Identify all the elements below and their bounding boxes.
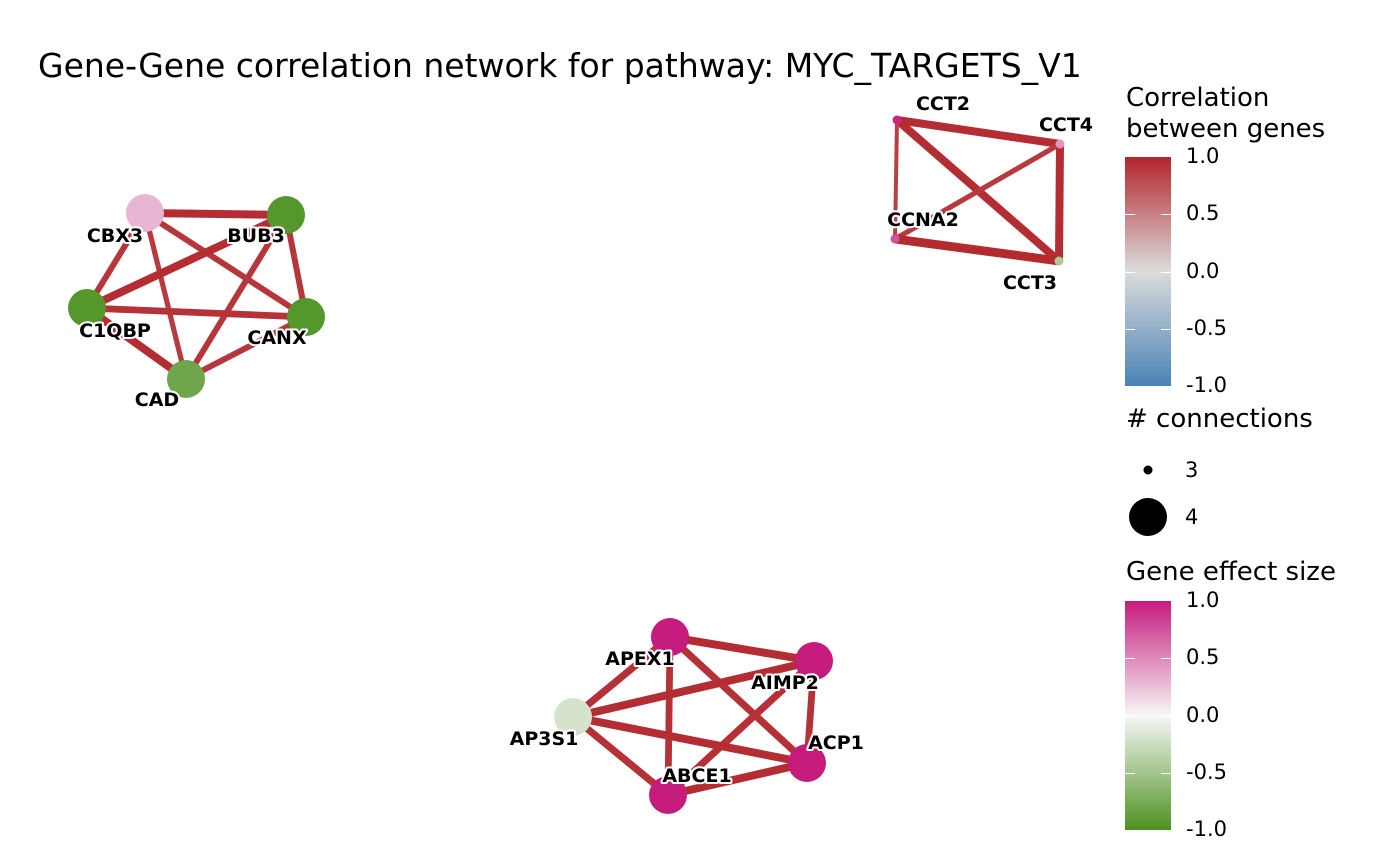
correlation-tick-label: 0.5 xyxy=(1186,201,1220,226)
node-CANX xyxy=(287,298,325,336)
legend-title-line: between genes xyxy=(1126,114,1326,144)
correlation-tick-mark xyxy=(1161,271,1171,273)
edge-C1QBP-CAD xyxy=(84,304,189,383)
size-key-label-4: 4 xyxy=(1185,505,1199,529)
node-AIMP2 xyxy=(795,642,833,680)
edge-CANX-CAD xyxy=(184,314,308,382)
correlation-tick-mark xyxy=(1125,214,1135,216)
effect-tick-mark xyxy=(1125,658,1135,660)
node-CBX3 xyxy=(126,194,164,232)
edge-BUB3-C1QBP xyxy=(85,211,288,312)
edge-APEX1-ACP1 xyxy=(667,634,810,766)
edge-CBX3-CANX xyxy=(143,210,308,320)
node-C1QBP xyxy=(68,289,106,327)
correlation-tick-label: -1.0 xyxy=(1186,373,1227,397)
legend-title-line: Correlation xyxy=(1126,83,1270,113)
node-label-CBX3: CBX3 xyxy=(87,225,143,247)
edge-AP3S1-ABCE1 xyxy=(570,714,671,798)
node-label-BUB3: BUB3 xyxy=(227,225,285,247)
edge-ACP1-ABCE1 xyxy=(667,759,808,799)
node-ACP1 xyxy=(788,744,826,782)
correlation-tick-label: -0.5 xyxy=(1186,315,1227,340)
edge-CCT2-CCT4 xyxy=(896,116,1061,148)
node-CCT2 xyxy=(892,115,902,125)
edge-CBX3-BUB3 xyxy=(144,209,287,219)
node-label-AIMP2: AIMP2 xyxy=(751,672,819,694)
node-label-AP3S1: AP3S1 xyxy=(510,728,579,750)
effect-tick-mark xyxy=(1161,715,1171,717)
edge-CCT4-CCNA2 xyxy=(893,141,1062,242)
effect-legend-title: Gene effect size xyxy=(1126,557,1336,587)
connections-legend-title: # connections xyxy=(1126,404,1313,434)
correlation-tick-mark xyxy=(1161,328,1171,330)
edge-C1QBP-CANX xyxy=(86,304,307,321)
edge-CCT4-CCT3 xyxy=(1055,143,1064,262)
node-CCNA2 xyxy=(890,234,900,244)
node-AP3S1 xyxy=(554,698,592,736)
node-CAD xyxy=(167,360,205,398)
node-APEX1 xyxy=(651,618,689,656)
edge-AP3S1-ACP1 xyxy=(572,713,808,767)
correlation-tick-label: 1.0 xyxy=(1186,144,1220,168)
node-BUB3 xyxy=(267,196,305,234)
edge-CCNA2-CCT3 xyxy=(894,234,1060,266)
chart-title: Gene-Gene correlation network for pathwa… xyxy=(38,46,1082,85)
effect-tick-label: 0.5 xyxy=(1186,645,1220,670)
node-label-APEX1: APEX1 xyxy=(605,648,674,670)
correlation-legend-title: Correlation between genes xyxy=(1126,83,1325,145)
edge-AIMP2-AP3S1 xyxy=(572,657,815,721)
effect-tick-mark xyxy=(1125,715,1135,717)
size-key-3 xyxy=(1143,465,1153,475)
node-label-ACP1: ACP1 xyxy=(808,732,864,754)
edge-AIMP2-ABCE1 xyxy=(665,658,817,798)
effect-tick-mark xyxy=(1161,658,1171,660)
effect-tick-label: 0.0 xyxy=(1186,702,1220,727)
effect-tick-label: 1.0 xyxy=(1186,588,1220,612)
size-key-label-3: 3 xyxy=(1185,458,1199,482)
correlation-tick-mark xyxy=(1125,328,1135,330)
edge-APEX1-ABCE1 xyxy=(664,636,674,796)
node-label-CCNA2: CCNA2 xyxy=(887,209,959,231)
node-label-CCT4: CCT4 xyxy=(1039,114,1093,136)
node-ABCE1 xyxy=(649,776,687,814)
correlation-tick-label: 0.0 xyxy=(1186,258,1220,283)
edges-layer xyxy=(84,116,1064,799)
node-label-C1QBP: C1QBP xyxy=(79,320,151,342)
node-label-CANX: CANX xyxy=(247,327,307,349)
correlation-tick-mark xyxy=(1125,271,1135,273)
effect-tick-mark xyxy=(1161,772,1171,774)
effect-tick-mark xyxy=(1125,772,1135,774)
node-label-CAD: CAD xyxy=(135,389,179,411)
effect-tick-label: -1.0 xyxy=(1186,817,1227,841)
size-key-4 xyxy=(1129,498,1167,536)
node-label-CCT3: CCT3 xyxy=(1003,272,1057,294)
edge-CCT2-CCNA2 xyxy=(893,119,899,240)
edge-APEX1-AP3S1 xyxy=(570,634,673,720)
effect-tick-label: -0.5 xyxy=(1186,759,1227,784)
edge-CBX3-CAD xyxy=(142,212,189,380)
edge-BUB3-CAD xyxy=(183,213,289,381)
edge-APEX1-AIMP2 xyxy=(669,633,815,665)
node-CCT3 xyxy=(1054,256,1064,266)
connections-legend-keys xyxy=(1129,465,1167,536)
node-label-ABCE1: ABCE1 xyxy=(662,765,731,787)
nodes-layer xyxy=(68,115,1065,814)
correlation-tick-mark xyxy=(1161,214,1171,216)
node-CCT4 xyxy=(1055,139,1065,149)
node-label-CCT2: CCT2 xyxy=(916,93,970,115)
